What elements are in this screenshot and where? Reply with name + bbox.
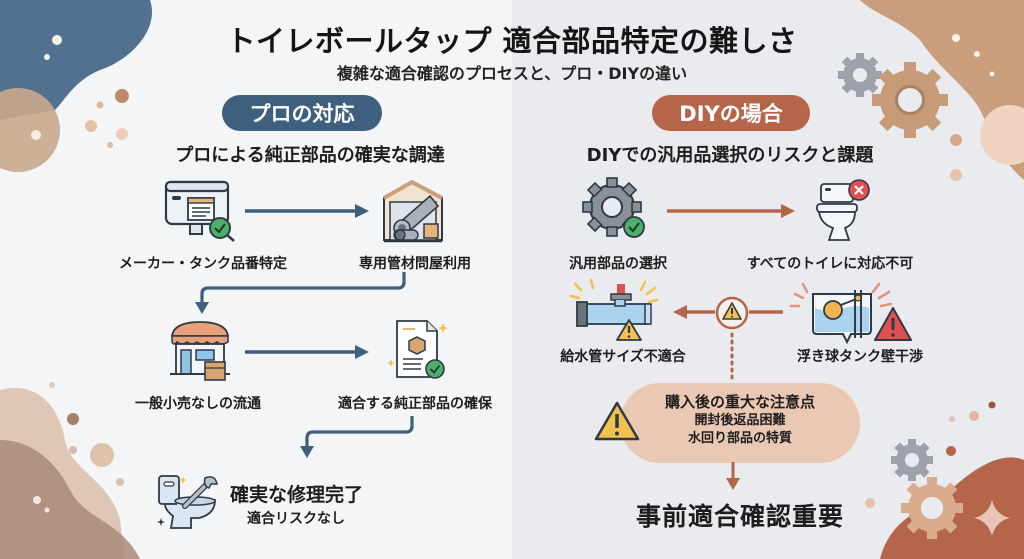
- arrow-right-icon: [245, 345, 369, 359]
- pro-step-4-label: 適合する純正部品の確保: [338, 396, 492, 412]
- warning-triangle-icon: [594, 401, 640, 441]
- diy-step-4-label: 浮き球タンク壁干渉: [797, 349, 923, 365]
- pipe-warehouse-icon: [383, 179, 443, 243]
- store-icon: [170, 321, 230, 381]
- arrow-right-icon: [667, 204, 795, 218]
- pro-step-2-label: 専用管材問屋利用: [359, 256, 471, 272]
- page-subtitle: 複雑な適合確認のプロセスと、プロ・DIYの違い: [336, 64, 688, 83]
- caution-line-1: 開封後返品困難: [694, 413, 786, 428]
- diy-step-3-label: 給水管サイズ不適合: [560, 349, 686, 365]
- arrow-right-icon: [245, 204, 369, 218]
- caution-title: 購入後の重大な注意点: [664, 393, 815, 411]
- pipe-warning-icon: [569, 278, 659, 341]
- pro-step-3-label: 一般小売なしの流通: [135, 396, 261, 412]
- page-title: トイレボールタップ 適合部品特定の難しさ: [226, 24, 798, 58]
- pro-step-1-label: メーカー・タンク品番特定: [119, 256, 287, 272]
- diy-step-2-label: すべてのトイレに対応不可: [746, 256, 914, 272]
- warning-circle-icon: [715, 296, 749, 330]
- diy-badge: DIYの場合: [652, 95, 810, 131]
- arrow-down-left-icon: [300, 416, 414, 458]
- diy-conclusion: 事前適合確認重要: [635, 502, 844, 531]
- gear-check-icon: [582, 177, 645, 238]
- pro-result-subtitle: 適合リスクなし: [247, 511, 345, 527]
- caution-box: 購入後の重大な注意点 開封後返品困難 水回り部品の特質: [620, 383, 860, 463]
- toilet-cross-icon: [816, 179, 870, 241]
- toilet-wrench-icon: [157, 475, 218, 529]
- diy-heading: DIYでの汎用品選択のリスクと課題: [586, 145, 874, 166]
- tank-search-icon: [164, 180, 235, 242]
- dotted-connector: [730, 332, 734, 384]
- pro-result-title: 確実な修理完了: [230, 484, 364, 506]
- float-ball-warning-icon: [789, 282, 912, 345]
- pro-heading: プロによる純正部品の確実な調達: [175, 145, 445, 166]
- diy-step-1-label: 汎用部品の選択: [569, 256, 667, 272]
- arrow-left-icon: [673, 305, 783, 319]
- pro-badge: プロの対応: [222, 95, 382, 131]
- document-check-icon: [387, 320, 448, 379]
- caution-line-2: 水回り部品の特質: [687, 431, 792, 446]
- arrow-down-icon: [726, 462, 740, 490]
- arrow-down-left-icon: [195, 272, 406, 314]
